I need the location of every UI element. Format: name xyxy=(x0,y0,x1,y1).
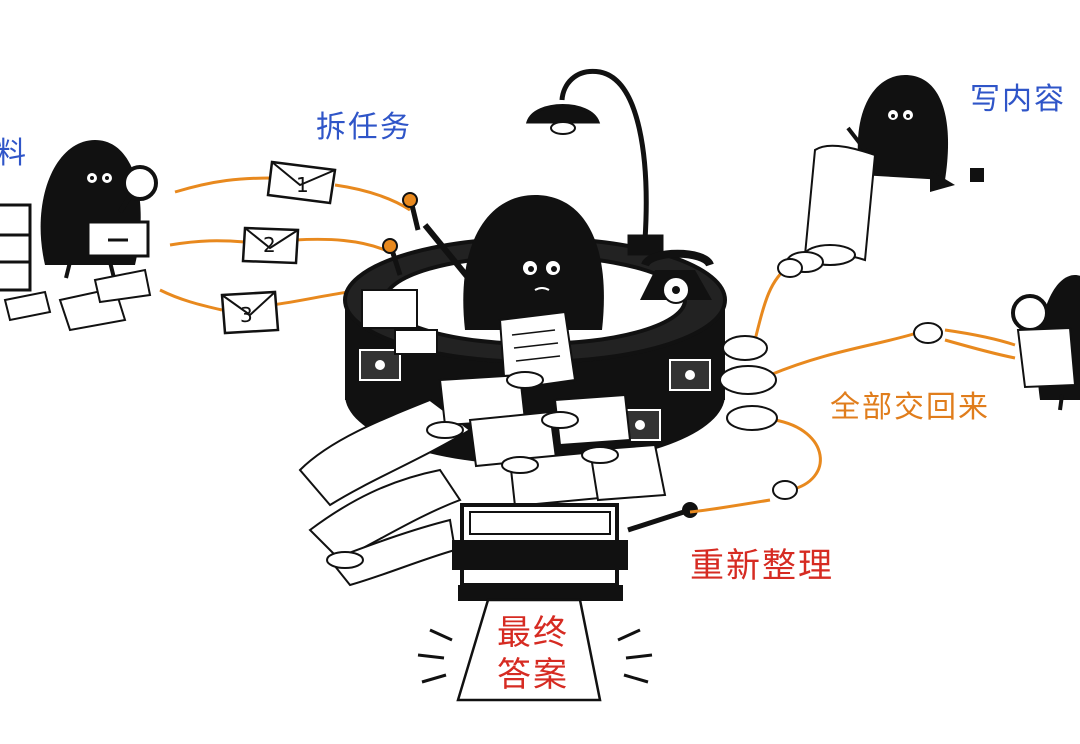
envelope-3-number: 3 xyxy=(240,303,253,327)
envelope-2: 2 xyxy=(241,226,300,265)
gather-label: 料 xyxy=(0,136,28,171)
emphasis-marks xyxy=(417,628,653,684)
writer-scroll xyxy=(786,144,877,273)
reorganize-label: 重新整理 xyxy=(690,546,834,586)
envelope-2-number: 2 xyxy=(263,233,276,257)
gatherer-figure xyxy=(0,140,158,332)
desk-lamp xyxy=(525,68,664,256)
final-answer-paper xyxy=(456,598,602,702)
write-content-label: 写内容 xyxy=(970,82,1066,117)
return-pipes xyxy=(689,263,1016,514)
envelope-3: 3 xyxy=(220,290,280,335)
pipe-scrolls xyxy=(719,258,943,500)
telephone xyxy=(640,249,714,304)
envelope-1: 1 xyxy=(266,160,337,205)
final-answer-line1: 最终 xyxy=(497,613,569,653)
split-tasks-label: 拆任务 xyxy=(316,110,412,145)
envelope-1-number: 1 xyxy=(296,173,309,197)
central-worker xyxy=(422,195,604,392)
press-machine xyxy=(452,502,698,601)
reviewer-figure xyxy=(1011,275,1080,411)
final-answer-line2: 答案 xyxy=(497,655,569,695)
writer-figure xyxy=(846,75,984,192)
scroll-pile xyxy=(298,371,667,587)
return-all-label: 全部交回来 xyxy=(830,390,990,425)
